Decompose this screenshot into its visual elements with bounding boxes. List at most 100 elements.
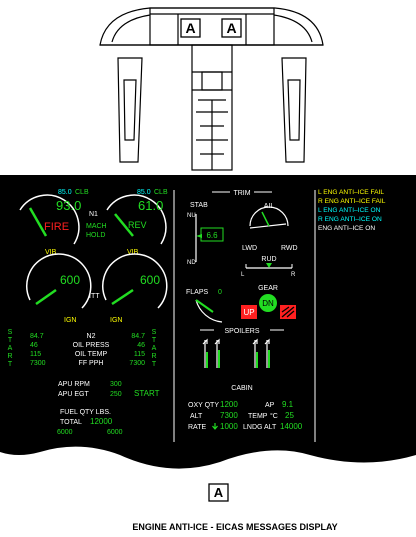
itt-left-value: 600 [60,273,80,287]
n1-left-gauge: 85.0 CLB 93.0 FIRE VIB [19,189,89,256]
mach-hold-line1: MACH [86,223,107,230]
svg-text:A: A [152,345,157,352]
callout-label-right: A [226,20,236,36]
rud-l: L [241,272,245,278]
callout-box-bottom [208,483,229,502]
flaps-section: FLAPS 0 [186,289,223,323]
oxy-qty-label: OXY QTY [188,402,219,409]
cabin-section: CABIN OXY QTY 1200 AP 9.1 ALT 7300 TEMP … [188,385,303,431]
eicas-message-4: R ENG ANTI–ICE ON [318,216,382,223]
n1-right-vib: VIB [127,249,139,256]
gear-left-state: UP [243,308,254,317]
cabin-alt-label: ALT [190,413,203,420]
figure-caption: ENGINE ANTI-ICE - EICAS MESSAGES DISPLAY [132,522,337,532]
gear-section: GEAR DN UP [241,285,296,319]
fuel-block: FUEL QTY LBS. TOTAL 12000 6000 6000 [57,409,123,436]
gear-nose-indicator [259,294,277,312]
svg-text:T: T [152,337,157,344]
engine-params: N2 OIL PRESS OIL TEMP FF PPH 84.7 46 115… [30,333,145,367]
n2-right-value: 84.7 [131,333,145,340]
spoilers-section: SPOILERS [200,328,284,368]
ail-pointer [261,211,270,227]
gear-left-indicator [241,305,257,319]
itt-label: ITT [89,293,100,300]
n1-label: N1 [89,211,98,218]
n1-right-value: 61.0 [138,198,163,213]
fuel-total-value: 12000 [90,417,113,426]
gear-nose-state: DN [262,299,274,308]
n1-right-rev: REV [128,220,147,230]
itt-left-needle [35,288,57,306]
spoilers-label: SPOILERS [224,328,259,335]
callout-box-left [180,18,201,38]
cabin-label: CABIN [231,385,252,392]
n2-label: N2 [87,333,96,340]
oil-temp-label: OIL TEMP [75,351,108,358]
eicas-message-1: L ENG ANTI–ICE FAIL [318,189,384,196]
eicas-message-5: ENG ANTI–ICE ON [318,225,375,232]
cabin-ap-value: 9.1 [282,400,294,409]
n1-left-vib: VIB [45,249,57,256]
svg-text:R: R [7,353,12,360]
apu-block: APU RPM 300 APU EGT 250 START [58,381,160,398]
cabin-ap-label: AP [265,402,275,409]
apu-rpm-label: APU RPM [58,381,90,388]
callout-label-left: A [185,20,195,36]
n1-right-mode: CLB [154,189,168,196]
apu-egt-value: 250 [110,391,122,398]
start-left-label: S T A R T [7,329,12,368]
cabin-temp-unit: °C [270,412,278,420]
stab-value: 6.6 [206,231,218,240]
lndg-alt-label: LNDG ALT [243,424,277,431]
ff-pph-label: FF PPH [79,360,104,367]
eicas-message-2: R ENG ANTI–ICE FAIL [318,198,386,205]
oil-press-label: OIL PRESS [73,342,110,349]
flaps-indicator [195,299,214,313]
ff-right-value: 7300 [129,360,145,367]
cabin-rate-down-arrow [212,423,218,430]
fuel-right-value: 6000 [107,429,123,436]
apu-rpm-value: 300 [110,381,122,388]
n1-right-gauge: 85.0 CLB 61.0 REV VIB [106,189,168,256]
oil-temp-right-value: 115 [134,351,145,358]
n1-left-needle [28,207,48,237]
cabin-rate-label: RATE [188,424,206,431]
itt-left-gauge: 600 IGN [26,253,92,324]
fuel-qty-label: FUEL QTY LBS. [60,409,111,416]
left-console-outline [117,57,143,163]
itt-right-ign: IGN [110,317,122,324]
svg-text:T: T [8,337,13,344]
fuel-left-value: 6000 [57,429,73,436]
n1-left-mode: CLB [75,189,89,196]
overhead-panel [99,7,324,171]
itt-right-needle [111,288,134,306]
itt-right-gauge: 600 IGN [102,253,168,324]
trim-section: TRIM STAB NU ND 6.6 AIL LWD RWD RUD L R [187,190,298,278]
n1-right-limit: 85.0 [137,189,151,196]
oil-press-left-value: 46 [30,342,38,349]
n2-left-value: 84.7 [30,333,44,340]
mach-hold-line2: HOLD [86,232,105,239]
flaps-value: 0 [218,289,222,296]
stab-nu: NU [187,213,196,219]
flaps-label: FLAPS [186,289,209,296]
glareshield-outline [99,7,324,46]
cabin-temp-value: 25 [285,411,294,420]
apu-egt-label: APU EGT [58,391,89,398]
rud-label: RUD [261,256,276,263]
cabin-rate-value: 1000 [220,422,238,431]
ff-left-value: 7300 [30,360,46,367]
svg-text:T: T [152,361,157,368]
gear-label: GEAR [258,285,278,292]
n1-left-limit: 85.0 [58,189,72,196]
cabin-temp-label: TEMP [248,413,268,420]
n1-left-fire: FIRE [44,221,69,233]
callout-box-right [221,18,242,38]
rud-pointer [266,263,272,268]
stab-value-box [200,227,224,242]
cabin-alt-value: 7300 [220,411,238,420]
eicas-display-background [0,175,416,469]
ail-dial [249,206,289,227]
